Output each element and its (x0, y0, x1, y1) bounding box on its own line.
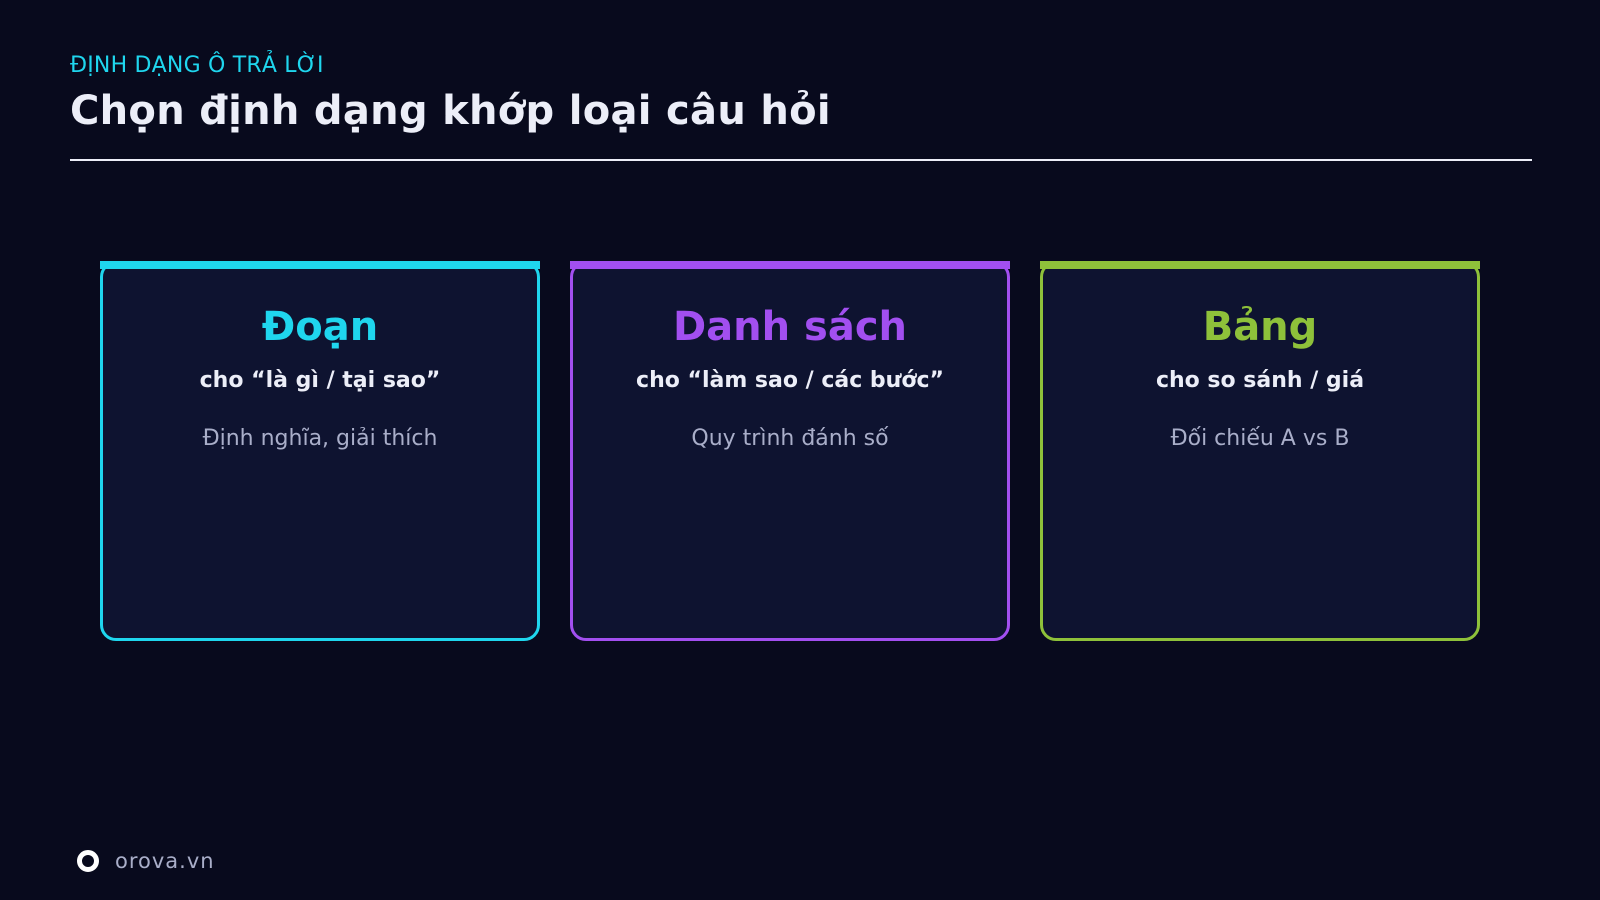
card-table: Bảng cho so sánh / giá Đối chiếu A vs B (1040, 261, 1480, 641)
card-heading: Danh sách (672, 304, 908, 350)
card-accent-bar (100, 261, 540, 269)
slide-header: ĐỊNH DẠNG Ô TRẢ LỜI Chọn định dạng khớp … (70, 52, 1532, 136)
ring-logo-icon (77, 850, 99, 872)
card-paragraph: Đoạn cho “là gì / tại sao” Định nghĩa, g… (100, 261, 540, 641)
card-description: Đối chiếu A vs B (1170, 426, 1350, 451)
card-subtitle: cho “làm sao / các bước” (636, 368, 944, 393)
card-subtitle: cho “là gì / tại sao” (199, 368, 441, 393)
card-accent-bar (1040, 261, 1480, 269)
card-description: Định nghĩa, giải thích (202, 426, 438, 451)
card-heading: Đoạn (261, 304, 379, 350)
card-list: Danh sách cho “làm sao / các bước” Quy t… (570, 261, 1010, 641)
brand-name: orova.vn (115, 849, 215, 873)
card-heading: Bảng (1202, 304, 1318, 350)
format-cards: Đoạn cho “là gì / tại sao” Định nghĩa, g… (100, 261, 1500, 641)
card-accent-bar (570, 261, 1010, 269)
eyebrow-label: ĐỊNH DẠNG Ô TRẢ LỜI (70, 53, 324, 78)
header-divider (70, 159, 1532, 161)
card-subtitle: cho so sánh / giá (1155, 368, 1365, 393)
footer: orova.vn (77, 846, 215, 876)
page-title: Chọn định dạng khớp loại câu hỏi (70, 88, 831, 134)
card-description: Quy trình đánh số (691, 426, 889, 451)
